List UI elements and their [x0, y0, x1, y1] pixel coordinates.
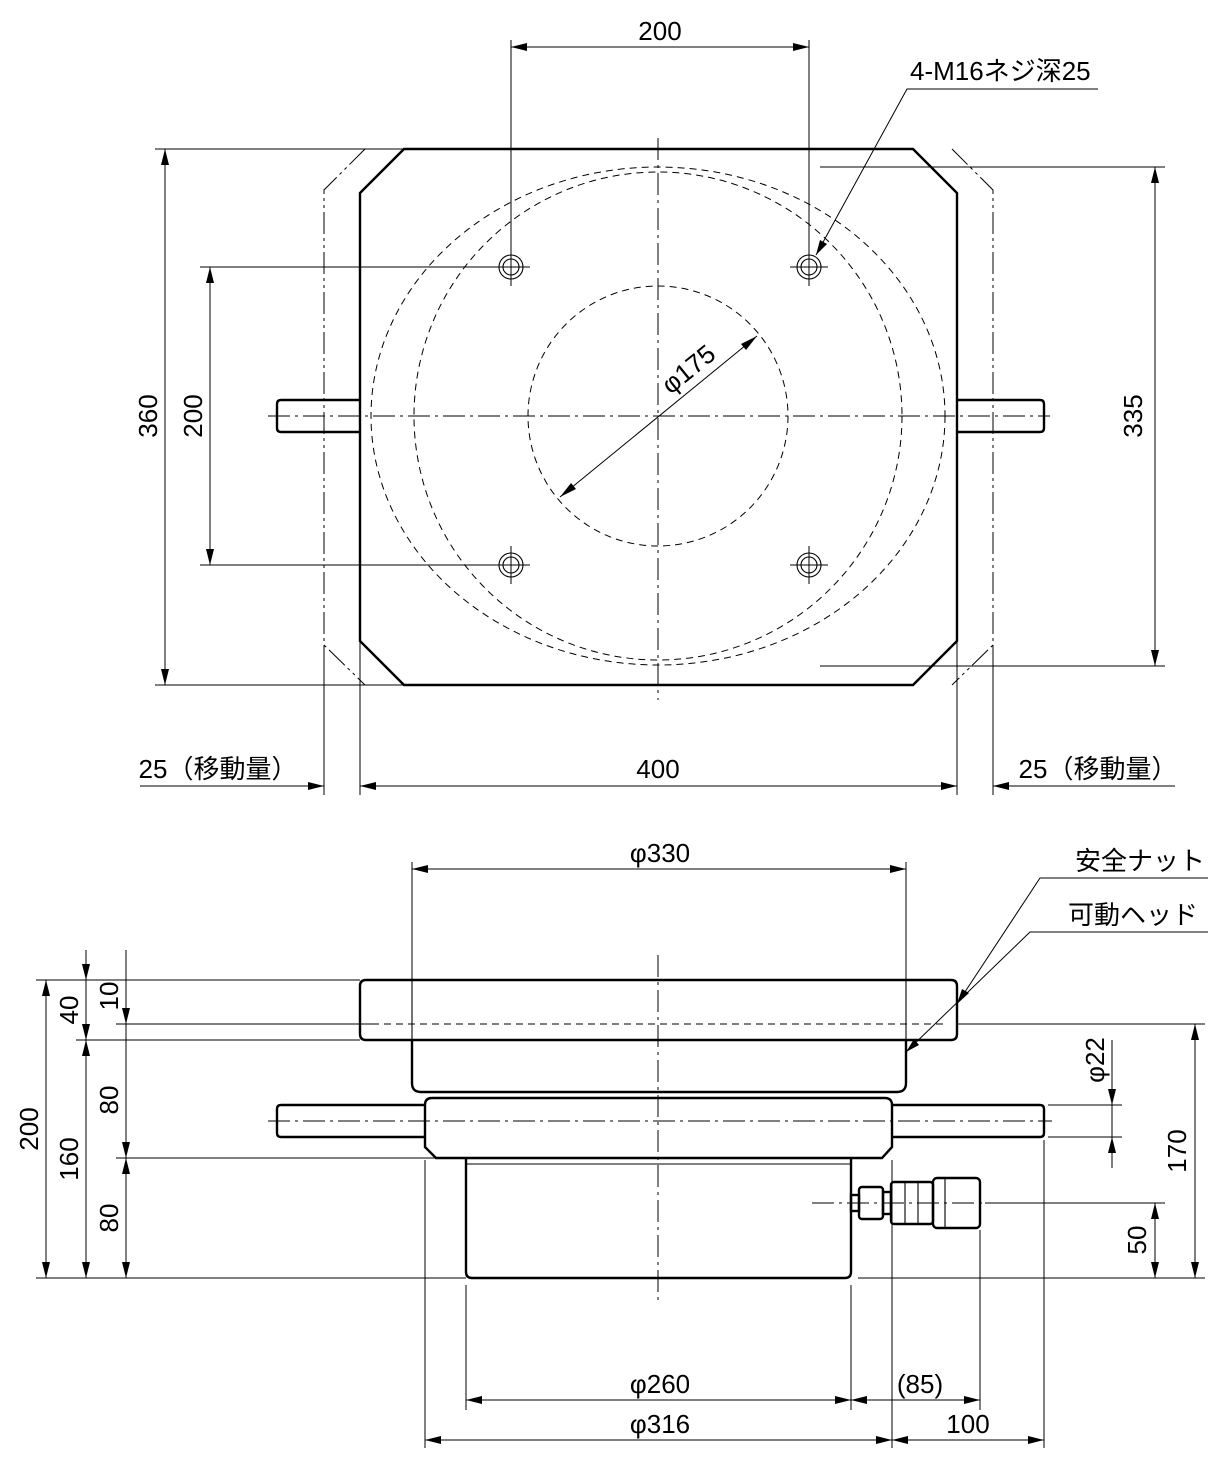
- svg-text:200: 200: [178, 394, 208, 437]
- svg-text:φ22: φ22: [1080, 1037, 1110, 1083]
- thread-note: 4-M16ネジ深25: [815, 56, 1098, 256]
- dim-handle-diameter: φ22: [1048, 1037, 1122, 1168]
- dim-upper-40: 40: [54, 950, 90, 1040]
- svg-text:400: 400: [636, 754, 679, 784]
- svg-text:可動ヘッド: 可動ヘッド: [1068, 900, 1198, 930]
- dim-port-50: 50: [985, 1202, 1165, 1278]
- svg-text:160: 160: [54, 1137, 84, 1180]
- body-ring: [423, 1096, 894, 1160]
- svg-text:100: 100: [946, 1409, 989, 1439]
- safety-nut: [358, 978, 959, 1042]
- svg-text:50: 50: [1122, 1226, 1152, 1255]
- travel-phantom-left: [323, 148, 366, 686]
- dim-hole-spacing-x: 200: [511, 16, 809, 51]
- label-moving-head: 可動ヘッド: [905, 900, 1208, 1053]
- svg-text:170: 170: [1162, 1129, 1192, 1172]
- thread-hole-bottom-left: [492, 546, 530, 584]
- svg-text:200: 200: [14, 1107, 44, 1150]
- svg-text:80: 80: [94, 1204, 124, 1233]
- dim-flange-diameter: φ330: [411, 838, 907, 980]
- moving-head: [410, 1040, 908, 1094]
- side-view: φ330 安全ナット 可動ヘッド 200 40: [14, 838, 1208, 1448]
- svg-text:φ330: φ330: [630, 838, 690, 868]
- thread-hole-top-right: [790, 40, 828, 286]
- cylinder-body: [464, 1158, 853, 1280]
- dim-body-diameter: φ260: [466, 1369, 851, 1404]
- dim-width: 400: [323, 641, 994, 795]
- top-plate-outline: [358, 147, 959, 687]
- dim-total-height: 200: [14, 980, 50, 1278]
- dim-stroke-170: 170: [858, 1023, 1205, 1279]
- dim-coupler-ref: (85): [851, 1369, 980, 1404]
- svg-text:10: 10: [94, 982, 124, 1011]
- svg-text:25（移動量）: 25（移動量）: [139, 754, 298, 784]
- svg-text:335: 335: [1118, 394, 1148, 437]
- top-view: 200 200 360 335: [133, 16, 1177, 795]
- dim-nut-10: 10: [94, 950, 130, 1055]
- thread-hole-top-left: [492, 40, 530, 286]
- label-safety-nut: 安全ナット: [956, 846, 1208, 1005]
- svg-text:80: 80: [94, 1086, 124, 1115]
- svg-text:25（移動量）: 25（移動量）: [1019, 754, 1178, 784]
- dim-hole-spacing-y: 200: [178, 266, 498, 566]
- coupler: [812, 1176, 990, 1230]
- dim-base-diameter: φ316: [425, 1409, 892, 1444]
- dim-travel-right: 25（移動量）: [993, 754, 1177, 790]
- svg-text:40: 40: [54, 996, 84, 1025]
- svg-text:安全ナット: 安全ナット: [1075, 846, 1205, 876]
- svg-text:φ260: φ260: [630, 1369, 690, 1399]
- dim-lower-160: 160: [54, 1040, 90, 1278]
- svg-text:360: 360: [133, 394, 163, 437]
- top-handle-right: [957, 398, 1046, 434]
- dim-coupler-length: 100: [892, 1409, 1044, 1444]
- dim-height-inner: 335: [820, 166, 1165, 667]
- dim-travel-left: 25（移動量）: [139, 754, 324, 790]
- dim-height-outer: 360: [133, 148, 404, 686]
- travel-phantom-right: [951, 148, 994, 686]
- thread-hole-bottom-right: [790, 546, 828, 584]
- svg-text:(85): (85): [897, 1369, 943, 1399]
- svg-text:φ175: φ175: [655, 338, 721, 399]
- svg-text:φ316: φ316: [630, 1409, 690, 1439]
- dim-bottom-80: 80: [94, 1158, 130, 1278]
- top-handle-left: [275, 398, 360, 434]
- svg-text:4-M16ネジ深25: 4-M16ネジ深25: [910, 56, 1091, 86]
- svg-text:200: 200: [638, 16, 681, 46]
- dim-mid-80: 80: [94, 1024, 130, 1158]
